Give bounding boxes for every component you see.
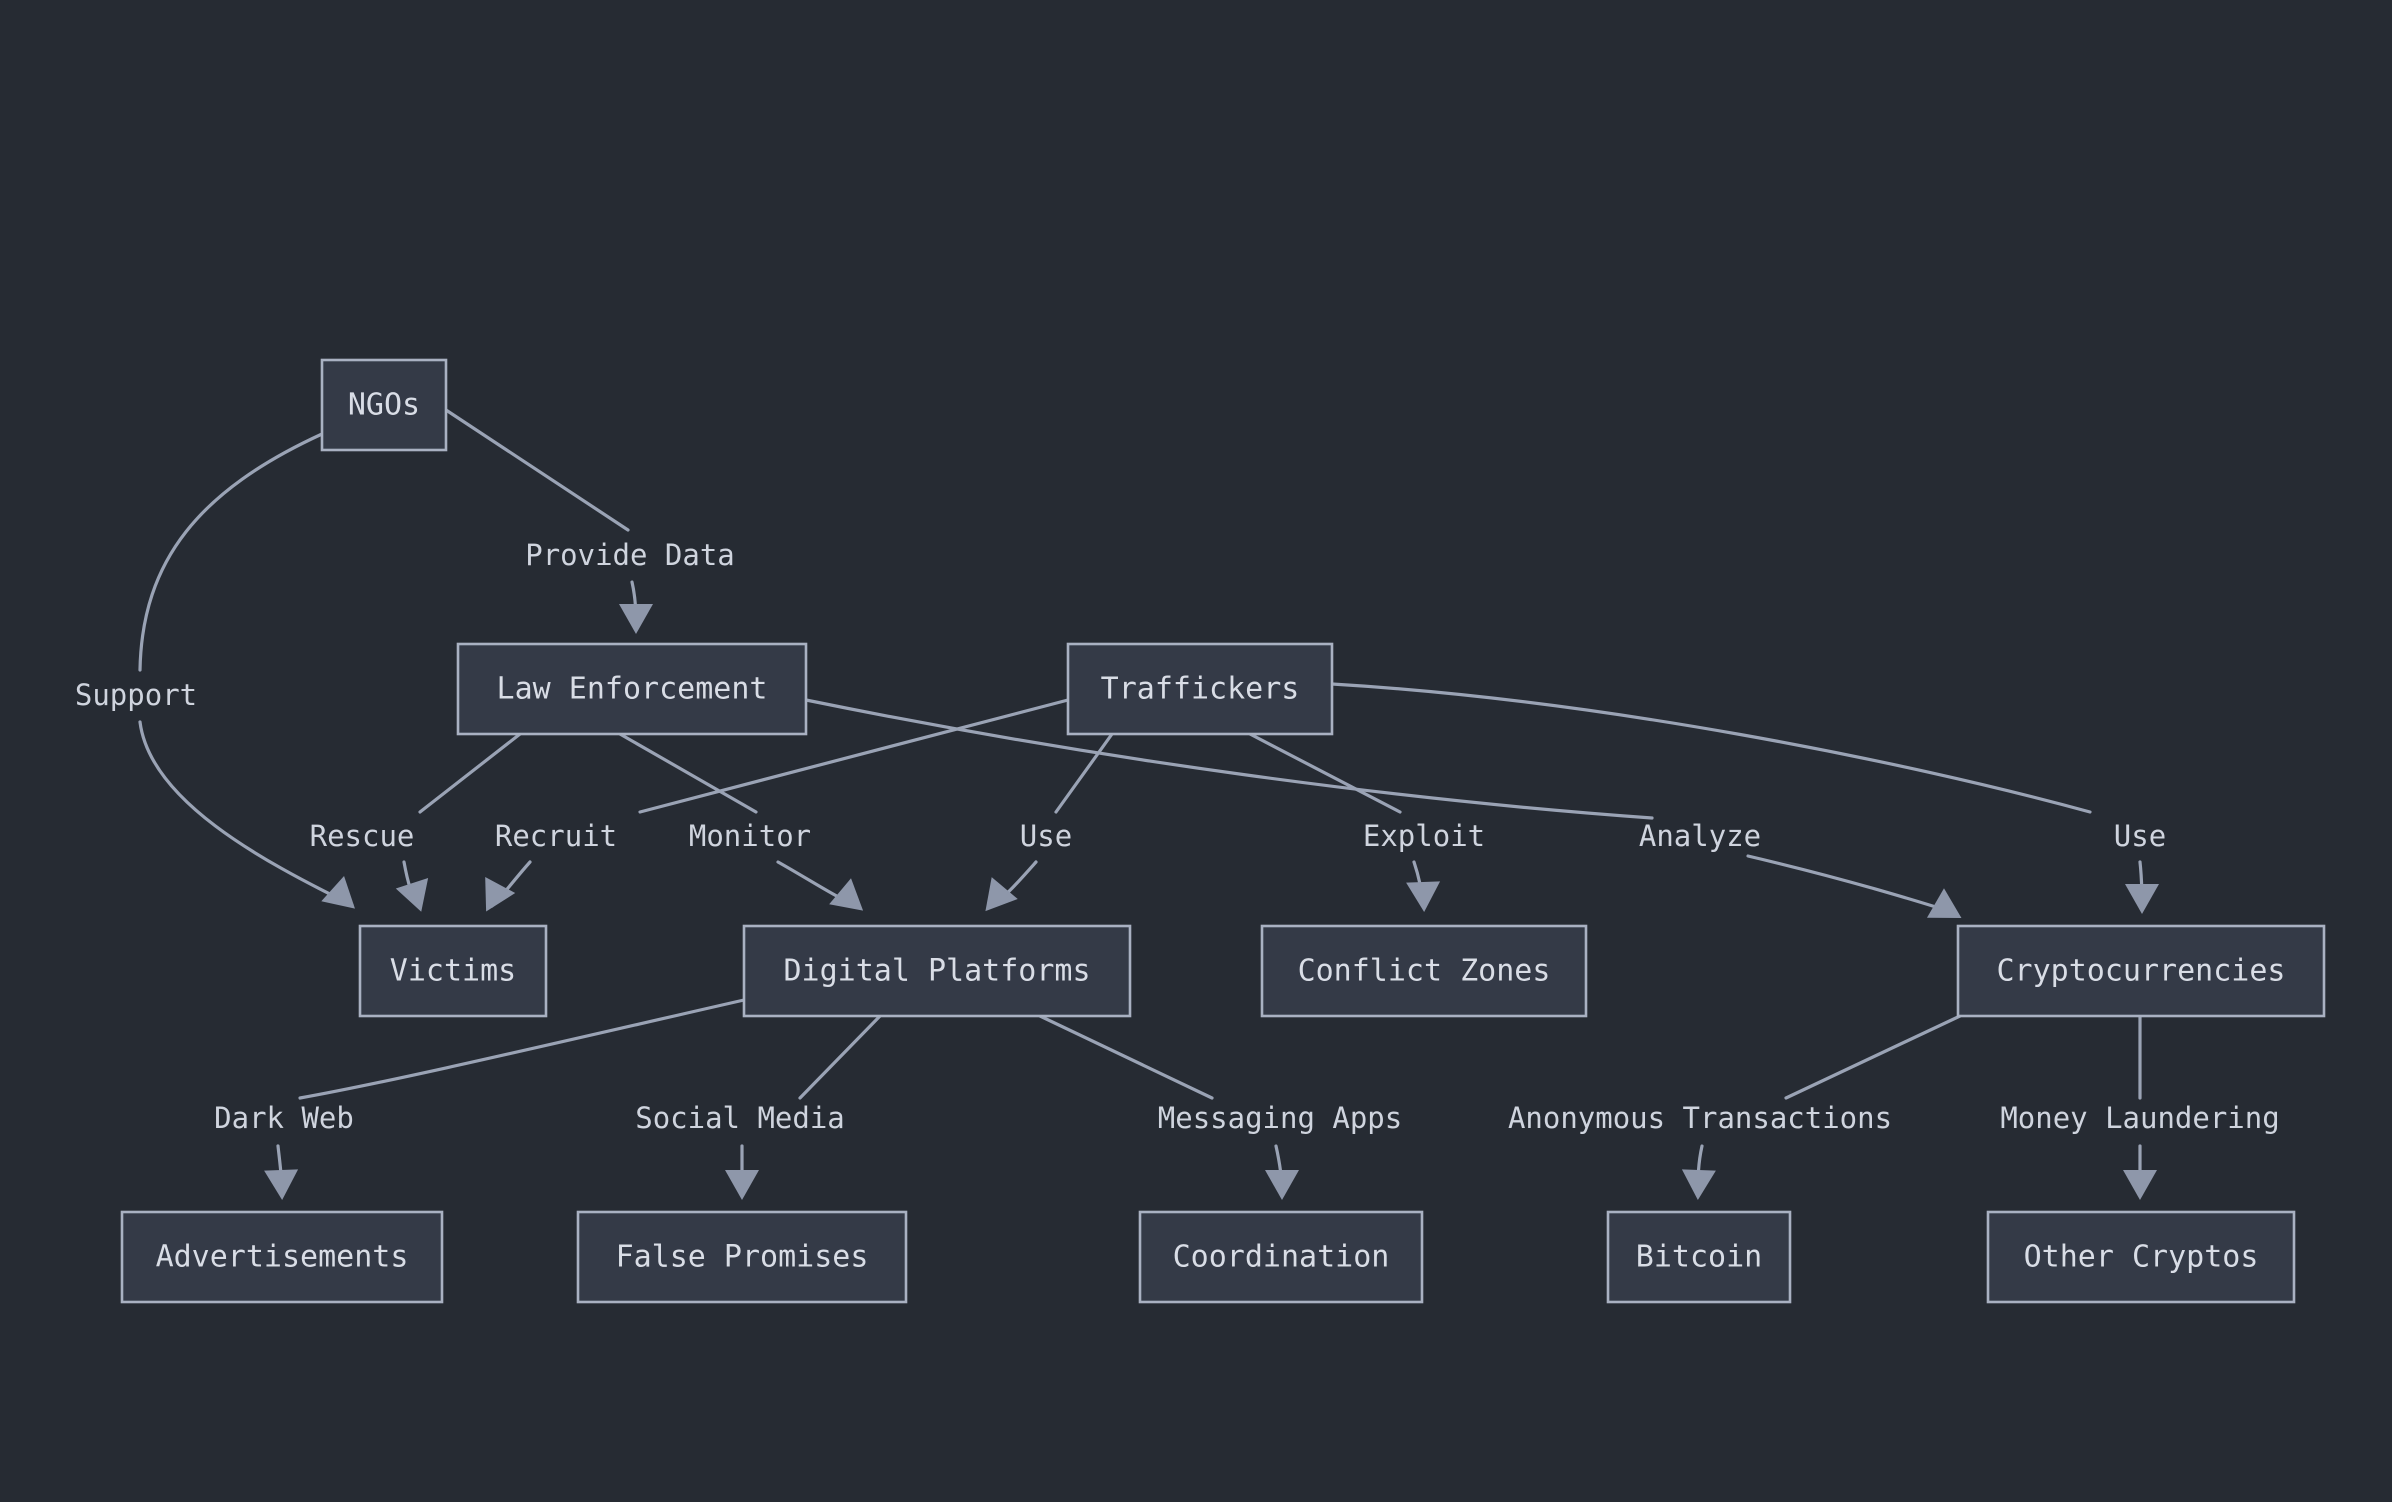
arrowhead-icon bbox=[485, 877, 516, 912]
edge-label-traffickers-to-platforms: Use bbox=[1020, 819, 1072, 853]
edge-arrowhead bbox=[1926, 888, 1962, 918]
node-label: Coordination bbox=[1173, 1240, 1390, 1275]
arrowhead-icon bbox=[321, 875, 355, 909]
node-box[interactable] bbox=[320, 358, 448, 452]
edge-label-crypto-to-othercryptos: Money Laundering bbox=[2000, 1101, 2279, 1135]
edge-arrowhead bbox=[1681, 1169, 1716, 1200]
node-label: Bitcoin bbox=[1636, 1240, 1762, 1275]
node-platforms[interactable]: Digital Platforms bbox=[742, 924, 1132, 1018]
node-box[interactable] bbox=[120, 1210, 444, 1304]
node-othercryptos[interactable]: Other Cryptos bbox=[1986, 1210, 2296, 1304]
edge-arrowhead bbox=[725, 1170, 759, 1200]
node-label: Other Cryptos bbox=[2024, 1240, 2259, 1275]
edge-arrowhead bbox=[1265, 1170, 1299, 1200]
node-victims[interactable]: Victims bbox=[358, 924, 548, 1018]
arrowhead-icon bbox=[1926, 888, 1962, 918]
arrowhead-icon bbox=[395, 878, 429, 912]
edge-line bbox=[1746, 854, 1954, 914]
edge-label-traffickers-to-victims: Recruit bbox=[495, 819, 617, 853]
arrowhead-icon bbox=[829, 878, 864, 911]
arrowhead-icon bbox=[1406, 881, 1441, 912]
node-label: False Promises bbox=[616, 1240, 869, 1275]
edge-layer bbox=[138, 408, 2144, 1194]
node-box[interactable] bbox=[576, 1210, 908, 1304]
edge-arrowhead bbox=[619, 604, 653, 634]
edge-line bbox=[618, 732, 758, 814]
node-ngos[interactable]: NGOs bbox=[320, 358, 448, 452]
arrowhead-icon bbox=[725, 1170, 759, 1200]
node-label: Traffickers bbox=[1101, 672, 1300, 707]
node-ads[interactable]: Advertisements bbox=[120, 1210, 444, 1304]
node-box[interactable] bbox=[742, 924, 1132, 1018]
arrowhead-icon bbox=[2123, 1170, 2157, 1200]
edge-line bbox=[1784, 1014, 1962, 1100]
node-box[interactable] bbox=[456, 642, 808, 736]
arrowhead-layer bbox=[264, 604, 2159, 1200]
edge-label-platforms-to-promises: Social Media bbox=[635, 1101, 845, 1135]
node-box[interactable] bbox=[1956, 924, 2326, 1018]
arrowhead-icon bbox=[1681, 1169, 1716, 1200]
edge-line bbox=[138, 720, 354, 907]
edge-arrowhead bbox=[829, 878, 864, 911]
edge-label-ngos-to-victims: Support bbox=[75, 678, 197, 712]
edge-line bbox=[138, 432, 324, 672]
arrowhead-icon bbox=[264, 1169, 299, 1200]
edge-line bbox=[1038, 1014, 1214, 1100]
edge-line bbox=[638, 698, 1070, 814]
arrowhead-icon bbox=[1265, 1170, 1299, 1200]
node-label: Digital Platforms bbox=[783, 954, 1090, 989]
node-traffickers[interactable]: Traffickers bbox=[1066, 642, 1334, 736]
node-label: Cryptocurrencies bbox=[1997, 954, 2286, 989]
node-box[interactable] bbox=[358, 924, 548, 1018]
edge-arrowhead bbox=[2125, 884, 2159, 914]
node-label: NGOs bbox=[348, 388, 420, 423]
node-box[interactable] bbox=[1986, 1210, 2296, 1304]
node-label: Conflict Zones bbox=[1298, 954, 1551, 989]
arrowhead-icon bbox=[985, 877, 1018, 912]
node-label: Law Enforcement bbox=[497, 672, 768, 707]
node-law[interactable]: Law Enforcement bbox=[456, 642, 808, 736]
edge-label-platforms-to-ads: Dark Web bbox=[214, 1101, 354, 1135]
node-label: Advertisements bbox=[156, 1240, 409, 1275]
edge-label-law-to-crypto: Analyze bbox=[1639, 819, 1761, 853]
edge-arrowhead bbox=[2123, 1170, 2157, 1200]
edge-label-platforms-to-coordination: Messaging Apps bbox=[1158, 1101, 1402, 1135]
edge-label-crypto-to-bitcoin: Anonymous Transactions bbox=[1508, 1101, 1892, 1135]
edge-line bbox=[1330, 682, 2092, 814]
edge-arrowhead bbox=[485, 877, 516, 912]
edge-line bbox=[798, 1014, 882, 1100]
edge-arrowhead bbox=[264, 1169, 299, 1200]
node-bitcoin[interactable]: Bitcoin bbox=[1606, 1210, 1792, 1304]
node-box[interactable] bbox=[1138, 1210, 1424, 1304]
edge-label-ngos-to-law: Provide Data bbox=[525, 538, 735, 572]
edge-line bbox=[444, 408, 630, 532]
edge-line bbox=[1248, 732, 1402, 814]
node-box[interactable] bbox=[1066, 642, 1334, 736]
edge-label-law-to-victims: Rescue bbox=[310, 819, 415, 853]
edge-line bbox=[1054, 732, 1114, 814]
arrowhead-icon bbox=[619, 604, 653, 634]
edge-line bbox=[298, 998, 746, 1100]
node-label: Victims bbox=[390, 954, 516, 989]
edge-arrowhead bbox=[321, 875, 355, 909]
node-conflict[interactable]: Conflict Zones bbox=[1260, 924, 1588, 1018]
edge-label-traffickers-to-conflict: Exploit bbox=[1363, 819, 1485, 853]
edge-label-law-to-platforms: Monitor bbox=[689, 819, 811, 853]
node-coordination[interactable]: Coordination bbox=[1138, 1210, 1424, 1304]
node-promises[interactable]: False Promises bbox=[576, 1210, 908, 1304]
edge-line bbox=[418, 732, 522, 814]
node-crypto[interactable]: Cryptocurrencies bbox=[1956, 924, 2326, 1018]
edge-arrowhead bbox=[1406, 881, 1441, 912]
edge-line bbox=[804, 698, 1654, 820]
edge-arrowhead bbox=[395, 878, 429, 912]
node-box[interactable] bbox=[1260, 924, 1588, 1018]
arrowhead-icon bbox=[2125, 884, 2159, 914]
node-box[interactable] bbox=[1606, 1210, 1792, 1304]
edge-arrowhead bbox=[985, 877, 1018, 912]
edge-label-traffickers-to-crypto: Use bbox=[2114, 819, 2166, 853]
